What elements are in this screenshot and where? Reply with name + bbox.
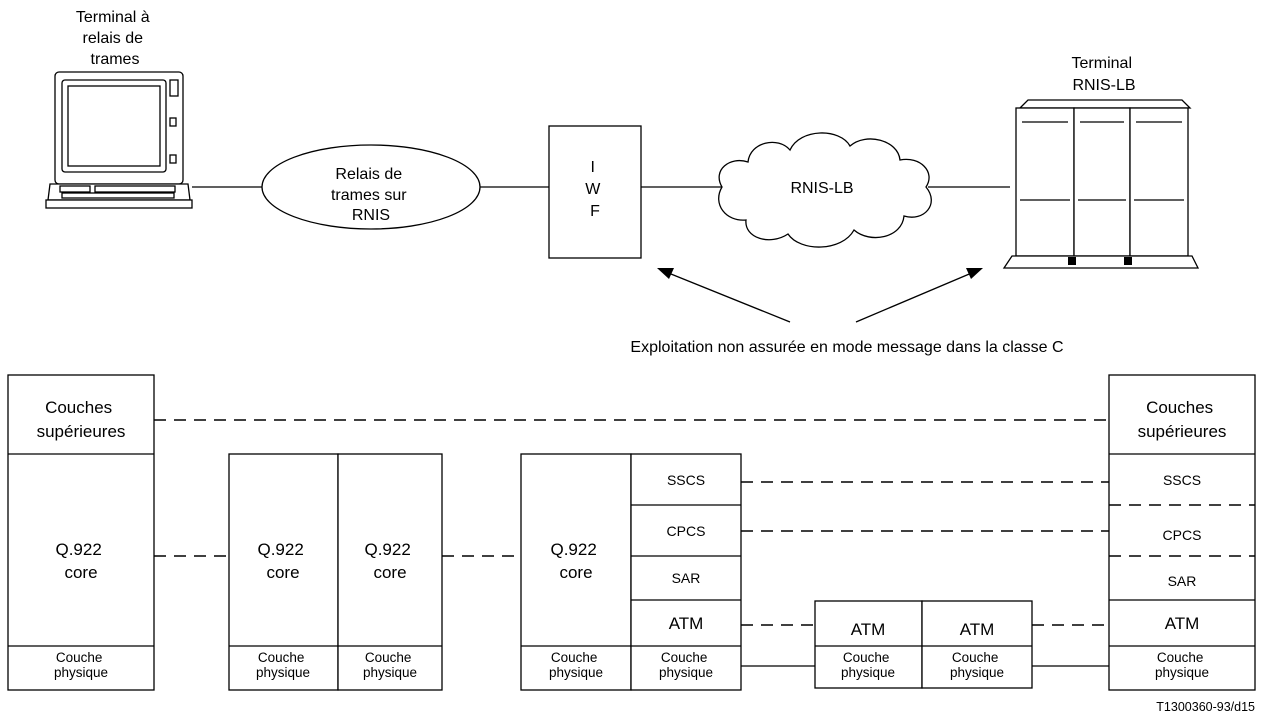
sar-label: SAR	[672, 570, 701, 586]
iwf-box	[548, 125, 642, 259]
iwf-label: I W F	[585, 159, 605, 220]
bisdn-cloud-label: RNIS-LB	[790, 180, 853, 197]
physical-layer-label: Couche physique	[950, 650, 1004, 680]
physical-layer-label: Couche physique	[256, 650, 310, 680]
physical-layer-label: Couche physique	[549, 650, 603, 680]
physical-layer-label: Couche physique	[1155, 650, 1209, 680]
cpcs-label: CPCS	[1163, 527, 1202, 543]
peer-dashed-lines	[154, 419, 1255, 626]
annotation-arrows	[657, 268, 983, 323]
stack-bisdn-terminal: Couches supérieures SSCS CPCS SAR ATM Co…	[1108, 374, 1256, 691]
server-icon	[1002, 99, 1200, 269]
stack-atm-switch: ATM ATM Couche physique Couche physique	[814, 600, 1033, 689]
q922-label: Q.922 core	[55, 540, 106, 582]
atm-label: ATM	[960, 620, 995, 639]
figure-id: T1300360-93/d15	[1156, 700, 1255, 714]
stack-fr-terminal: Couches supérieures Q.922 core Couche ph…	[7, 374, 155, 691]
stack-iwf: Q.922 core SSCS CPCS SAR ATM Couche phys…	[520, 453, 742, 691]
computer-icon	[45, 71, 193, 209]
annotation-text: Exploitation non assurée en mode message…	[630, 339, 1063, 356]
physical-layer-label: Couche physique	[54, 650, 108, 680]
atm-label: ATM	[851, 620, 886, 639]
stack-fr-network: Q.922 core Q.922 core Couche physique Co…	[228, 453, 443, 691]
fr-terminal-label: Terminal à relais de trames	[76, 9, 154, 68]
upper-layers-label: Couches supérieures	[37, 398, 126, 441]
physical-layer-label: Couche physique	[363, 650, 417, 680]
sscs-label: SSCS	[1163, 472, 1201, 488]
cpcs-label: CPCS	[667, 523, 706, 539]
atm-label: ATM	[669, 614, 704, 633]
physical-layer-label: Couche physique	[659, 650, 713, 680]
q922-label: Q.922 core	[550, 540, 601, 582]
bisdn-terminal-label: Terminal RNIS-LB	[1072, 55, 1137, 94]
atm-label: ATM	[1165, 614, 1200, 633]
fr-network-label: Relais de trames sur RNIS	[331, 166, 411, 224]
q922-label: Q.922 core	[364, 540, 415, 582]
upper-layers-label: Couches supérieures	[1138, 398, 1227, 441]
sscs-label: SSCS	[667, 472, 705, 488]
bisdn-cloud	[718, 132, 932, 248]
sar-label: SAR	[1168, 573, 1197, 589]
physical-layer-label: Couche physique	[841, 650, 895, 680]
q922-label: Q.922 core	[257, 540, 308, 582]
